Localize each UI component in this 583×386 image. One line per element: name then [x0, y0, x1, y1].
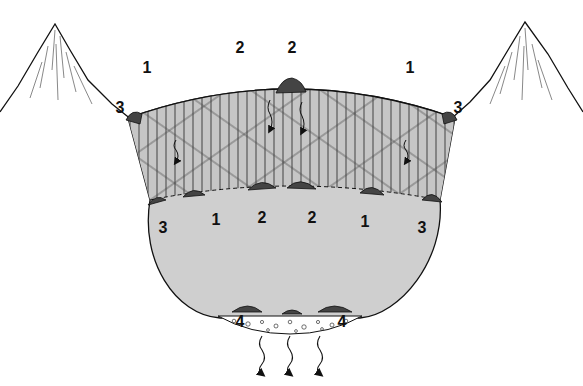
callout-number: 2	[288, 40, 297, 56]
callout-number: 2	[258, 210, 267, 226]
callout-number: 1	[406, 60, 415, 76]
callout-number: 3	[159, 220, 168, 236]
callout-number: 2	[236, 40, 245, 56]
callout-number: 3	[454, 100, 463, 116]
callout-number: 3	[418, 220, 427, 236]
callout-number: 1	[361, 214, 370, 230]
callout-number: 4	[236, 314, 245, 330]
callout-number: 4	[338, 314, 347, 330]
callout-number: 1	[212, 212, 221, 228]
callout-number: 2	[308, 210, 317, 226]
callout-number: 1	[143, 60, 152, 76]
callout-number: 3	[116, 100, 125, 116]
